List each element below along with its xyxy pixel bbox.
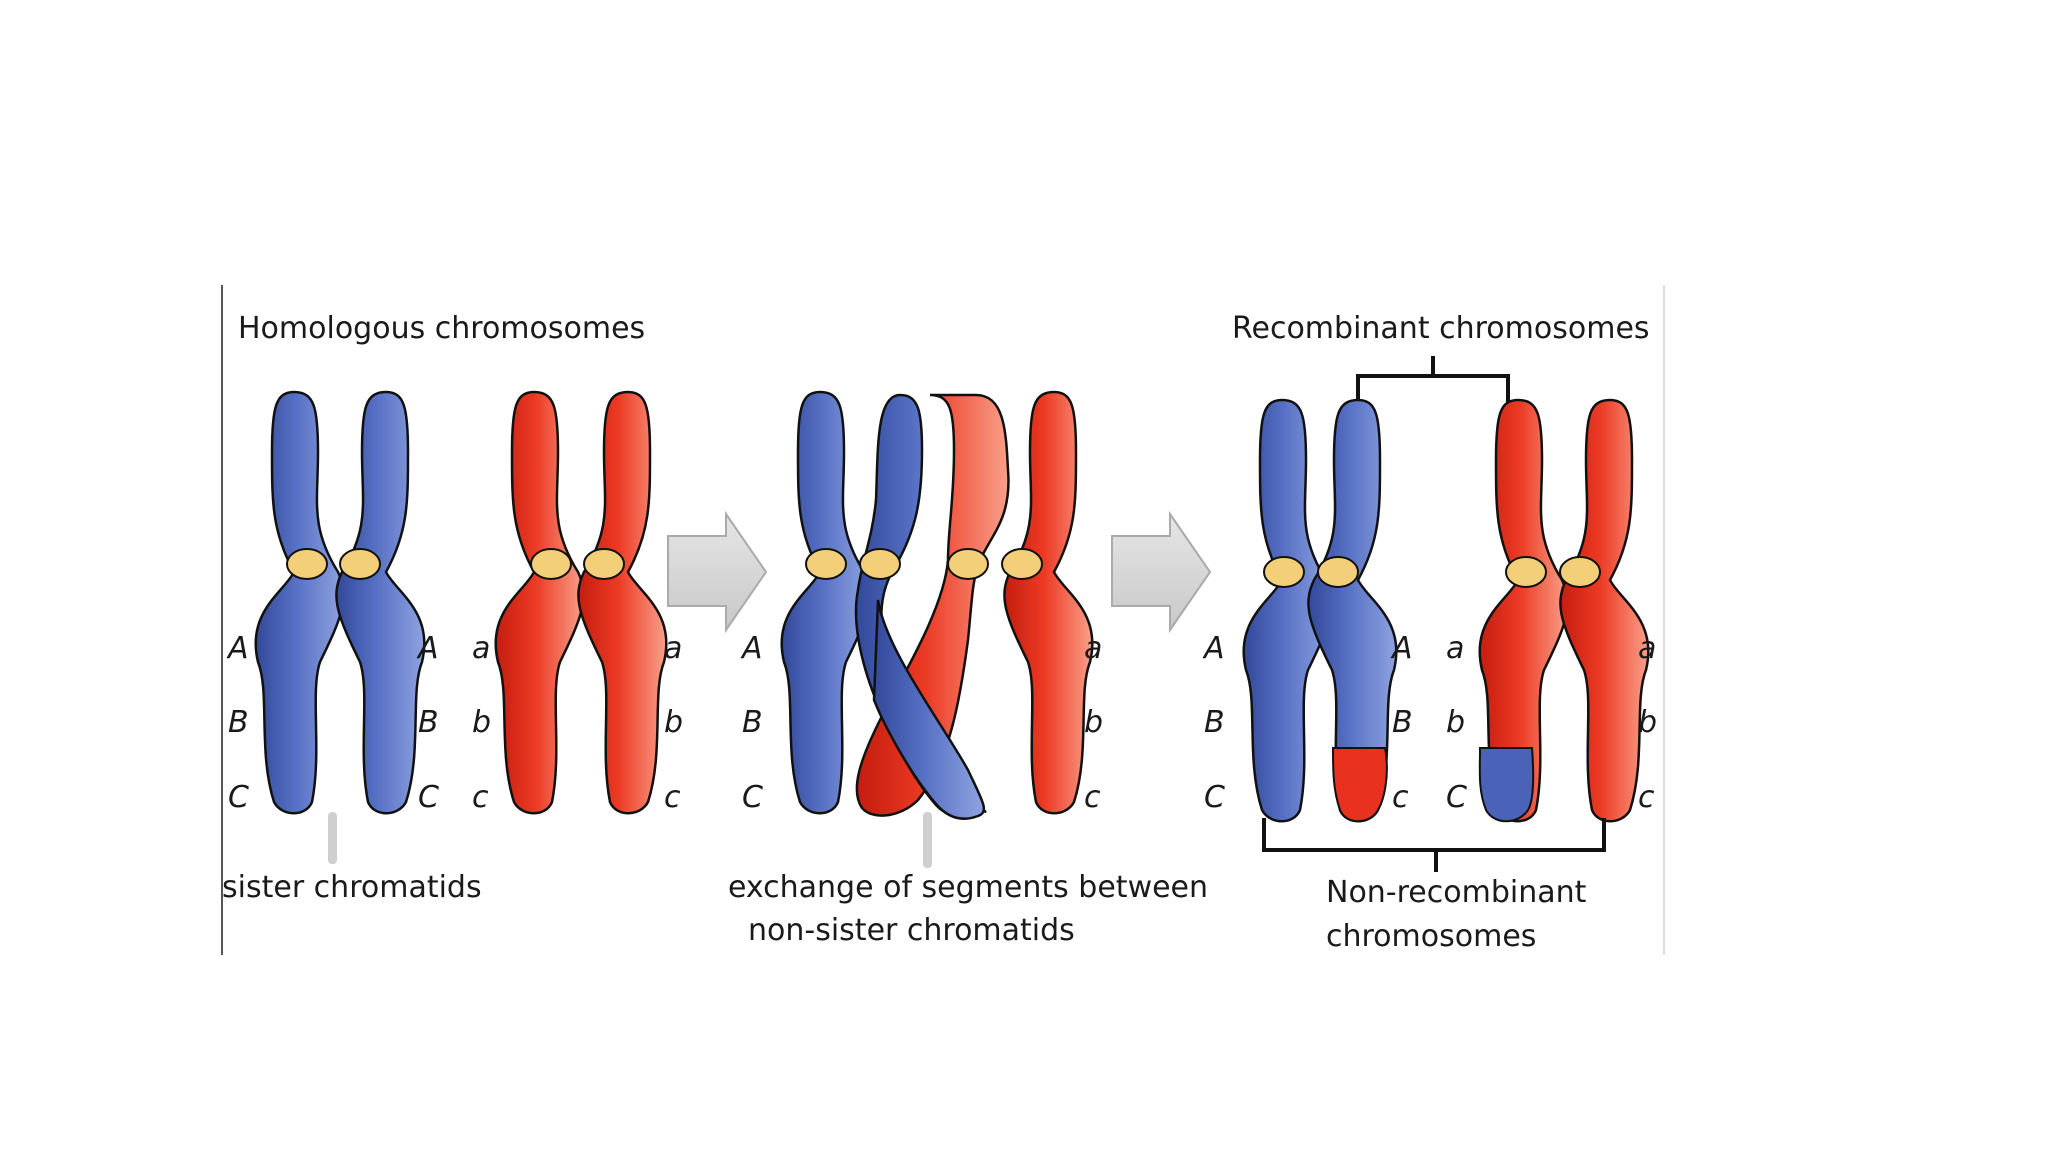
gene-label-B: B	[1392, 705, 1413, 740]
gene-label-a: a	[664, 631, 682, 666]
gene-label-C: C	[1204, 780, 1225, 815]
chromosome-pair-crossing-over	[780, 390, 1094, 820]
chromosome-red-recombined	[1478, 398, 1650, 823]
gene-label-a: a	[1638, 631, 1656, 666]
homologous-chromosomes-label: Homologous chromosomes	[238, 311, 645, 346]
gene-label-b: b	[1084, 705, 1103, 740]
gene-label-c: c	[1084, 780, 1101, 815]
centromere	[859, 548, 901, 580]
gene-label-B: B	[742, 705, 763, 740]
recombinant-chromosomes-label: Recombinant chromosomes	[1232, 311, 1650, 346]
pointer-bar	[923, 812, 932, 868]
gene-label-A: A	[1390, 631, 1413, 666]
gene-label-a: a	[1084, 631, 1102, 666]
gene-label-A: A	[740, 631, 763, 666]
centromere	[805, 548, 847, 580]
gene-label-C: C	[1446, 780, 1467, 815]
gene-label-c: c	[1638, 780, 1655, 815]
gene-label-C: C	[418, 780, 439, 815]
gene-label-c: c	[472, 780, 489, 815]
centromere	[1559, 556, 1601, 588]
chromosome-blue-left	[254, 390, 426, 815]
centromere	[286, 548, 328, 580]
gene-label-b: b	[1638, 705, 1657, 740]
chromosome-blue-recombined	[1242, 398, 1398, 823]
gene-label-B: B	[228, 705, 249, 740]
exchange-label-line1: exchange of segments between	[728, 870, 1208, 905]
gene-label-C: C	[742, 780, 763, 815]
pointer-bar	[328, 812, 337, 864]
centromere	[1263, 556, 1305, 588]
non-recombinant-label-line1: Non-recombinant	[1326, 875, 1587, 910]
chromosome-red-left	[494, 390, 668, 815]
recombinant-bracket	[1356, 356, 1510, 408]
gene-label-b: b	[664, 705, 683, 740]
gene-label-a: a	[1446, 631, 1464, 666]
centromere	[1505, 556, 1547, 588]
gene-label-c: c	[664, 780, 681, 815]
gene-label-A: A	[1202, 631, 1225, 666]
gene-label-C: C	[228, 780, 249, 815]
centromere	[583, 548, 625, 580]
process-arrow	[667, 510, 768, 634]
exchange-label-line2: non-sister chromatids	[748, 913, 1075, 948]
centromere	[1317, 556, 1359, 588]
centromere	[339, 548, 381, 580]
gene-label-b: b	[1446, 705, 1465, 740]
gene-label-A: A	[416, 631, 439, 666]
centromere	[1001, 548, 1043, 580]
gene-label-b: b	[472, 705, 491, 740]
non-recombinant-label-line2: chromosomes	[1326, 919, 1536, 954]
centromere	[530, 548, 572, 580]
sister-chromatids-label: sister chromatids	[222, 870, 482, 905]
gene-label-c: c	[1392, 780, 1409, 815]
gene-label-A: A	[226, 631, 249, 666]
gene-label-a: a	[472, 631, 490, 666]
non-recombinant-bracket	[1262, 818, 1606, 872]
process-arrow	[1111, 510, 1212, 634]
centromere	[947, 548, 989, 580]
gene-label-B: B	[418, 705, 439, 740]
gene-label-B: B	[1204, 705, 1225, 740]
